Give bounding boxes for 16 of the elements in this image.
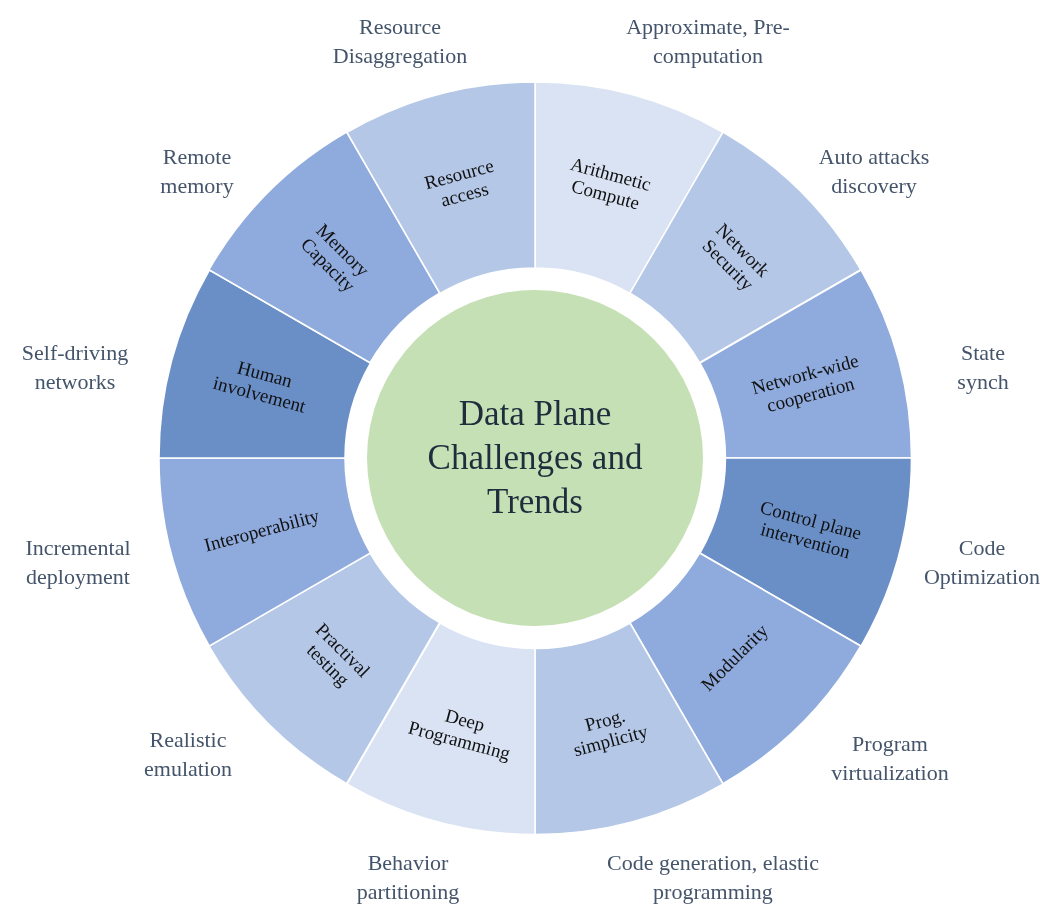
outer-label: Behavior partitioning — [355, 849, 461, 906]
outer-label: Auto attacks discovery — [817, 143, 931, 200]
center-title: Data Plane Challenges and Trends — [426, 393, 644, 523]
outer-label: Code generation, elastic programming — [606, 849, 820, 906]
outer-label: Incremental deployment — [24, 534, 132, 591]
outer-label: Code Optimization — [923, 534, 1041, 591]
segment-label: Resource access — [420, 153, 497, 213]
outer-label: Self-driving networks — [20, 339, 130, 396]
outer-label: Remote memory — [159, 143, 235, 200]
outer-label: Realistic emulation — [143, 726, 233, 783]
outer-label: Resource Disaggregation — [331, 13, 469, 70]
outer-label: State synch — [956, 339, 1010, 396]
segment-label: Arithmetic Compute — [567, 151, 655, 215]
segment-label: Prog. simplicity — [570, 703, 652, 763]
outer-label: Program virtualization — [830, 730, 950, 787]
outer-label: Approximate, Pre-computation — [625, 13, 791, 70]
